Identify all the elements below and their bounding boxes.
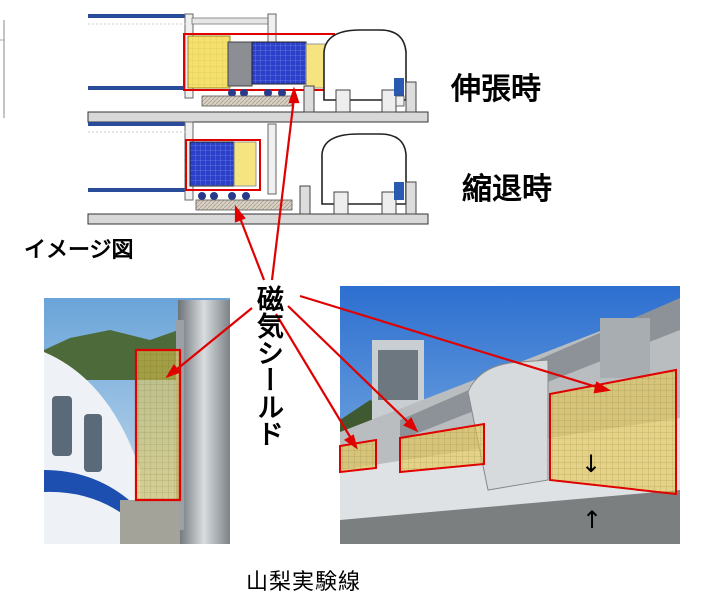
schematic-extended [87,13,429,123]
up-arrow-icon: ↑ [582,506,602,534]
down-arrow-icon: ↓ [581,450,601,478]
edge-fragment [0,20,5,118]
label-extended: 伸張時 [451,72,541,107]
label-image-caption: イメージ図 [24,238,134,263]
shield-panel-1 [339,438,377,474]
photo-left [44,298,230,544]
label-magnetic-shield: 磁気シールド [252,285,283,447]
label-retracted: 縮退時 [462,172,552,207]
shield-panel-3 [549,368,677,496]
photo-right: ↓ ↑ [339,286,680,544]
label-test-line: 山梨実験線 [246,570,362,595]
leader-arrows [165,86,612,450]
schematic-retracted [87,121,429,225]
shield-panel-2 [399,422,485,474]
